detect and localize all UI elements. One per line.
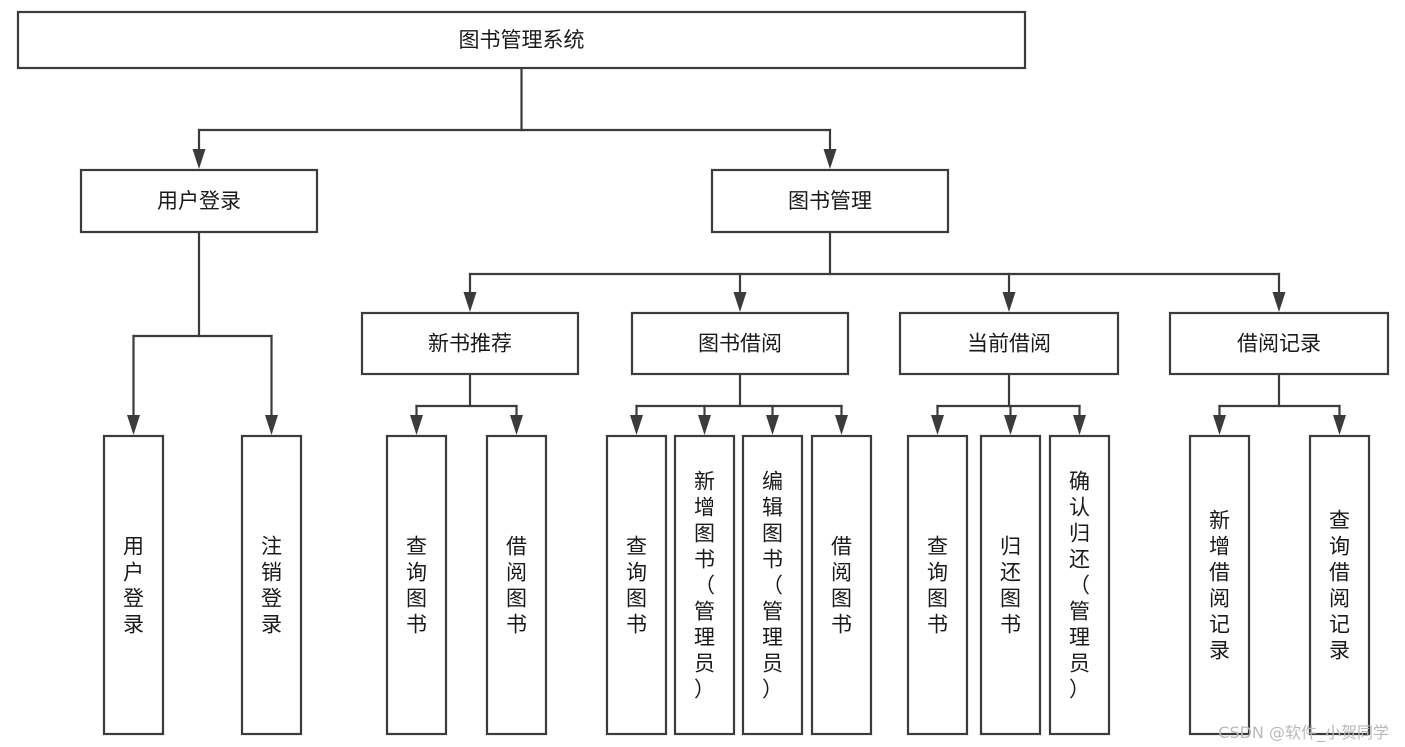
- node-label: 借阅图书: [506, 534, 527, 636]
- arrow-head-icon: [630, 415, 643, 435]
- node-box[interactable]: [605, 434, 668, 736]
- node-label: 查询图书: [406, 534, 427, 636]
- connector-group: [931, 372, 1086, 435]
- connector-group: [410, 372, 523, 435]
- node-box[interactable]: [1048, 434, 1111, 736]
- node-user-login[interactable]: 用户登录: [79, 168, 319, 234]
- node-label: 编辑图书（管理员）: [762, 469, 783, 701]
- node-leaf-borrow-bk[interactable]: 借阅图书: [810, 434, 873, 736]
- node-box[interactable]: [1308, 434, 1371, 736]
- node-label: 用户登录: [157, 189, 241, 213]
- node-label: 归还图书: [1000, 534, 1021, 636]
- node-leaf-query-bb[interactable]: 查询图书: [605, 434, 668, 736]
- node-label: 图书管理: [788, 189, 872, 213]
- node-label: 查询图书: [927, 534, 948, 636]
- node-box[interactable]: [810, 434, 873, 736]
- arrow-head-icon: [1073, 415, 1086, 435]
- node-new-book-rec[interactable]: 新书推荐: [360, 311, 580, 376]
- node-label: 新书推荐: [428, 332, 512, 356]
- node-box[interactable]: [485, 434, 548, 736]
- node-root[interactable]: 图书管理系统: [16, 10, 1027, 70]
- node-box[interactable]: [979, 434, 1042, 736]
- node-leaf-query-nb[interactable]: 查询图书: [385, 434, 448, 736]
- connector-group: [1213, 372, 1346, 435]
- nodes-layer: 图书管理系统用户登录图书管理新书推荐图书借阅当前借阅借阅记录用户登录注销登录查询…: [16, 10, 1390, 736]
- node-leaf-query-cb[interactable]: 查询图书: [906, 434, 969, 736]
- node-label: 图书借阅: [698, 332, 782, 356]
- arrow-head-icon: [510, 415, 523, 435]
- connector-group: [192, 66, 837, 169]
- node-leaf-user-login[interactable]: 用户登录: [102, 434, 165, 736]
- arrow-head-icon: [127, 415, 140, 435]
- arrow-head-icon: [192, 149, 206, 169]
- connector-group: [630, 372, 848, 435]
- connectors-layer: [127, 66, 1346, 435]
- watermark-label: CSDN @软件_小贺同学: [1218, 723, 1389, 742]
- arrow-head-icon: [698, 415, 711, 435]
- node-label: 图书管理系统: [459, 28, 585, 52]
- arrow-head-icon: [1213, 415, 1226, 435]
- node-label: 查询图书: [626, 534, 647, 636]
- node-box[interactable]: [16, 10, 1027, 70]
- node-leaf-query-rec[interactable]: 查询借阅记录: [1308, 434, 1371, 736]
- arrow-head-icon: [410, 415, 423, 435]
- arrow-head-icon: [823, 149, 837, 169]
- node-label: 用户登录: [123, 534, 144, 636]
- node-box[interactable]: [673, 434, 736, 736]
- node-leaf-return[interactable]: 归还图书: [979, 434, 1042, 736]
- node-label: 新增借阅记录: [1209, 508, 1230, 662]
- node-box[interactable]: [385, 434, 448, 736]
- node-box[interactable]: [102, 434, 165, 736]
- node-label: 确认归还（管理员）: [1069, 469, 1090, 701]
- node-label: 当前借阅: [967, 332, 1051, 356]
- node-label: 借阅记录: [1237, 332, 1321, 356]
- node-label: 注销登录: [261, 534, 282, 636]
- node-leaf-confirm[interactable]: 确认归还（管理员）: [1048, 434, 1111, 736]
- node-leaf-logout[interactable]: 注销登录: [240, 434, 303, 736]
- node-box[interactable]: [898, 311, 1120, 376]
- node-box[interactable]: [906, 434, 969, 736]
- arrow-head-icon: [766, 415, 779, 435]
- node-borrow-record[interactable]: 借阅记录: [1168, 311, 1390, 376]
- arrow-head-icon: [1333, 415, 1346, 435]
- node-box[interactable]: [630, 311, 850, 376]
- node-leaf-edit-book[interactable]: 编辑图书（管理员）: [741, 434, 804, 736]
- node-current-borrow[interactable]: 当前借阅: [898, 311, 1120, 376]
- node-leaf-add-book[interactable]: 新增图书（管理员）: [673, 434, 736, 736]
- node-box[interactable]: [240, 434, 303, 736]
- node-leaf-borrow-nb[interactable]: 借阅图书: [485, 434, 548, 736]
- connector-group: [463, 230, 1286, 312]
- node-box[interactable]: [741, 434, 804, 736]
- arrow-head-icon: [463, 292, 477, 312]
- connector-group: [127, 230, 278, 435]
- node-box[interactable]: [79, 168, 319, 234]
- node-box[interactable]: [710, 168, 950, 234]
- node-label: 新增图书（管理员）: [694, 469, 715, 701]
- node-box[interactable]: [1188, 434, 1251, 736]
- node-box[interactable]: [1168, 311, 1390, 376]
- node-label: 查询借阅记录: [1329, 508, 1350, 662]
- arrow-head-icon: [931, 415, 944, 435]
- node-book-borrow[interactable]: 图书借阅: [630, 311, 850, 376]
- node-box[interactable]: [360, 311, 580, 376]
- arrow-head-icon: [733, 292, 747, 312]
- arrow-head-icon: [835, 415, 848, 435]
- arrow-head-icon: [1272, 292, 1286, 312]
- arrow-head-icon: [1002, 292, 1016, 312]
- arrow-head-icon: [1004, 415, 1017, 435]
- node-label: 借阅图书: [831, 534, 852, 636]
- arrow-head-icon: [265, 415, 278, 435]
- node-book-manage[interactable]: 图书管理: [710, 168, 950, 234]
- node-leaf-add-rec[interactable]: 新增借阅记录: [1188, 434, 1251, 736]
